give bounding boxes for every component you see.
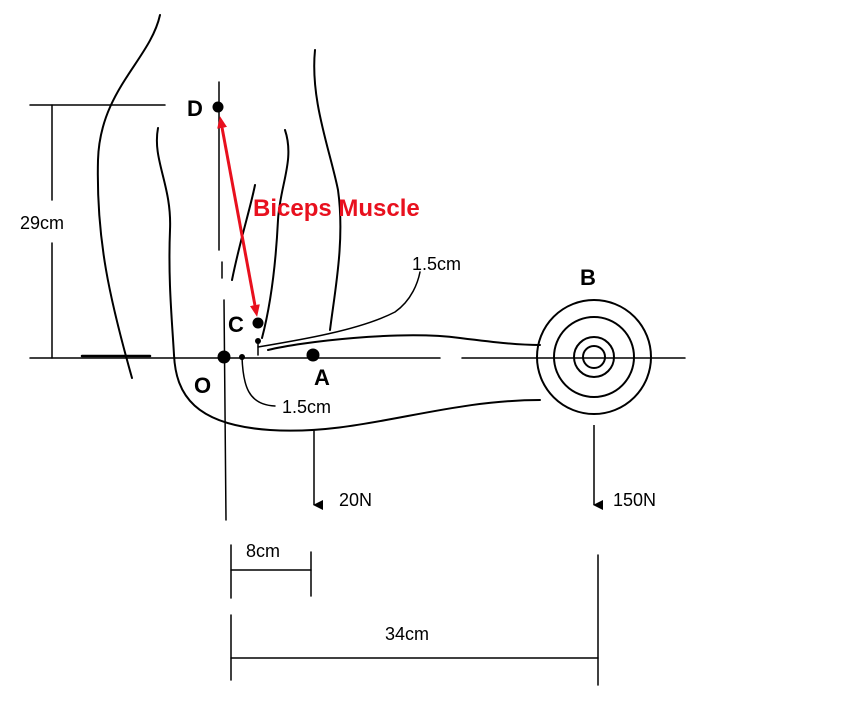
leader-bottom xyxy=(241,356,276,407)
biceps-muscle-label: Biceps Muscle xyxy=(253,195,420,222)
point-O-marker xyxy=(217,350,231,364)
point-A-marker xyxy=(306,348,320,362)
leader-top xyxy=(257,271,421,356)
point-O-label: O xyxy=(194,373,211,398)
forearm-outline xyxy=(173,334,541,432)
point-C-label: C xyxy=(228,312,244,337)
point-A-label: A xyxy=(314,365,330,390)
point-D-marker xyxy=(212,101,224,113)
dimension-34cm xyxy=(230,554,599,686)
label-8cm: 8cm xyxy=(246,541,280,561)
horizontal-axis xyxy=(29,104,686,359)
force-label-B: 150N xyxy=(613,490,656,510)
dimension-8cm xyxy=(230,544,312,599)
force-label-A: 20N xyxy=(339,490,372,510)
point-B-label: B xyxy=(580,265,596,290)
biceps-muscle-arrow xyxy=(217,116,260,317)
point-C-marker xyxy=(252,317,264,329)
label-29cm: 29cm xyxy=(20,213,64,233)
label-1-5cm-top: 1.5cm xyxy=(412,254,461,274)
point-markers xyxy=(212,101,320,364)
label-1-5cm-bottom: 1.5cm xyxy=(282,397,331,417)
label-34cm: 34cm xyxy=(385,624,429,644)
hand-ball xyxy=(536,299,652,415)
point-D-label: D xyxy=(187,96,203,121)
